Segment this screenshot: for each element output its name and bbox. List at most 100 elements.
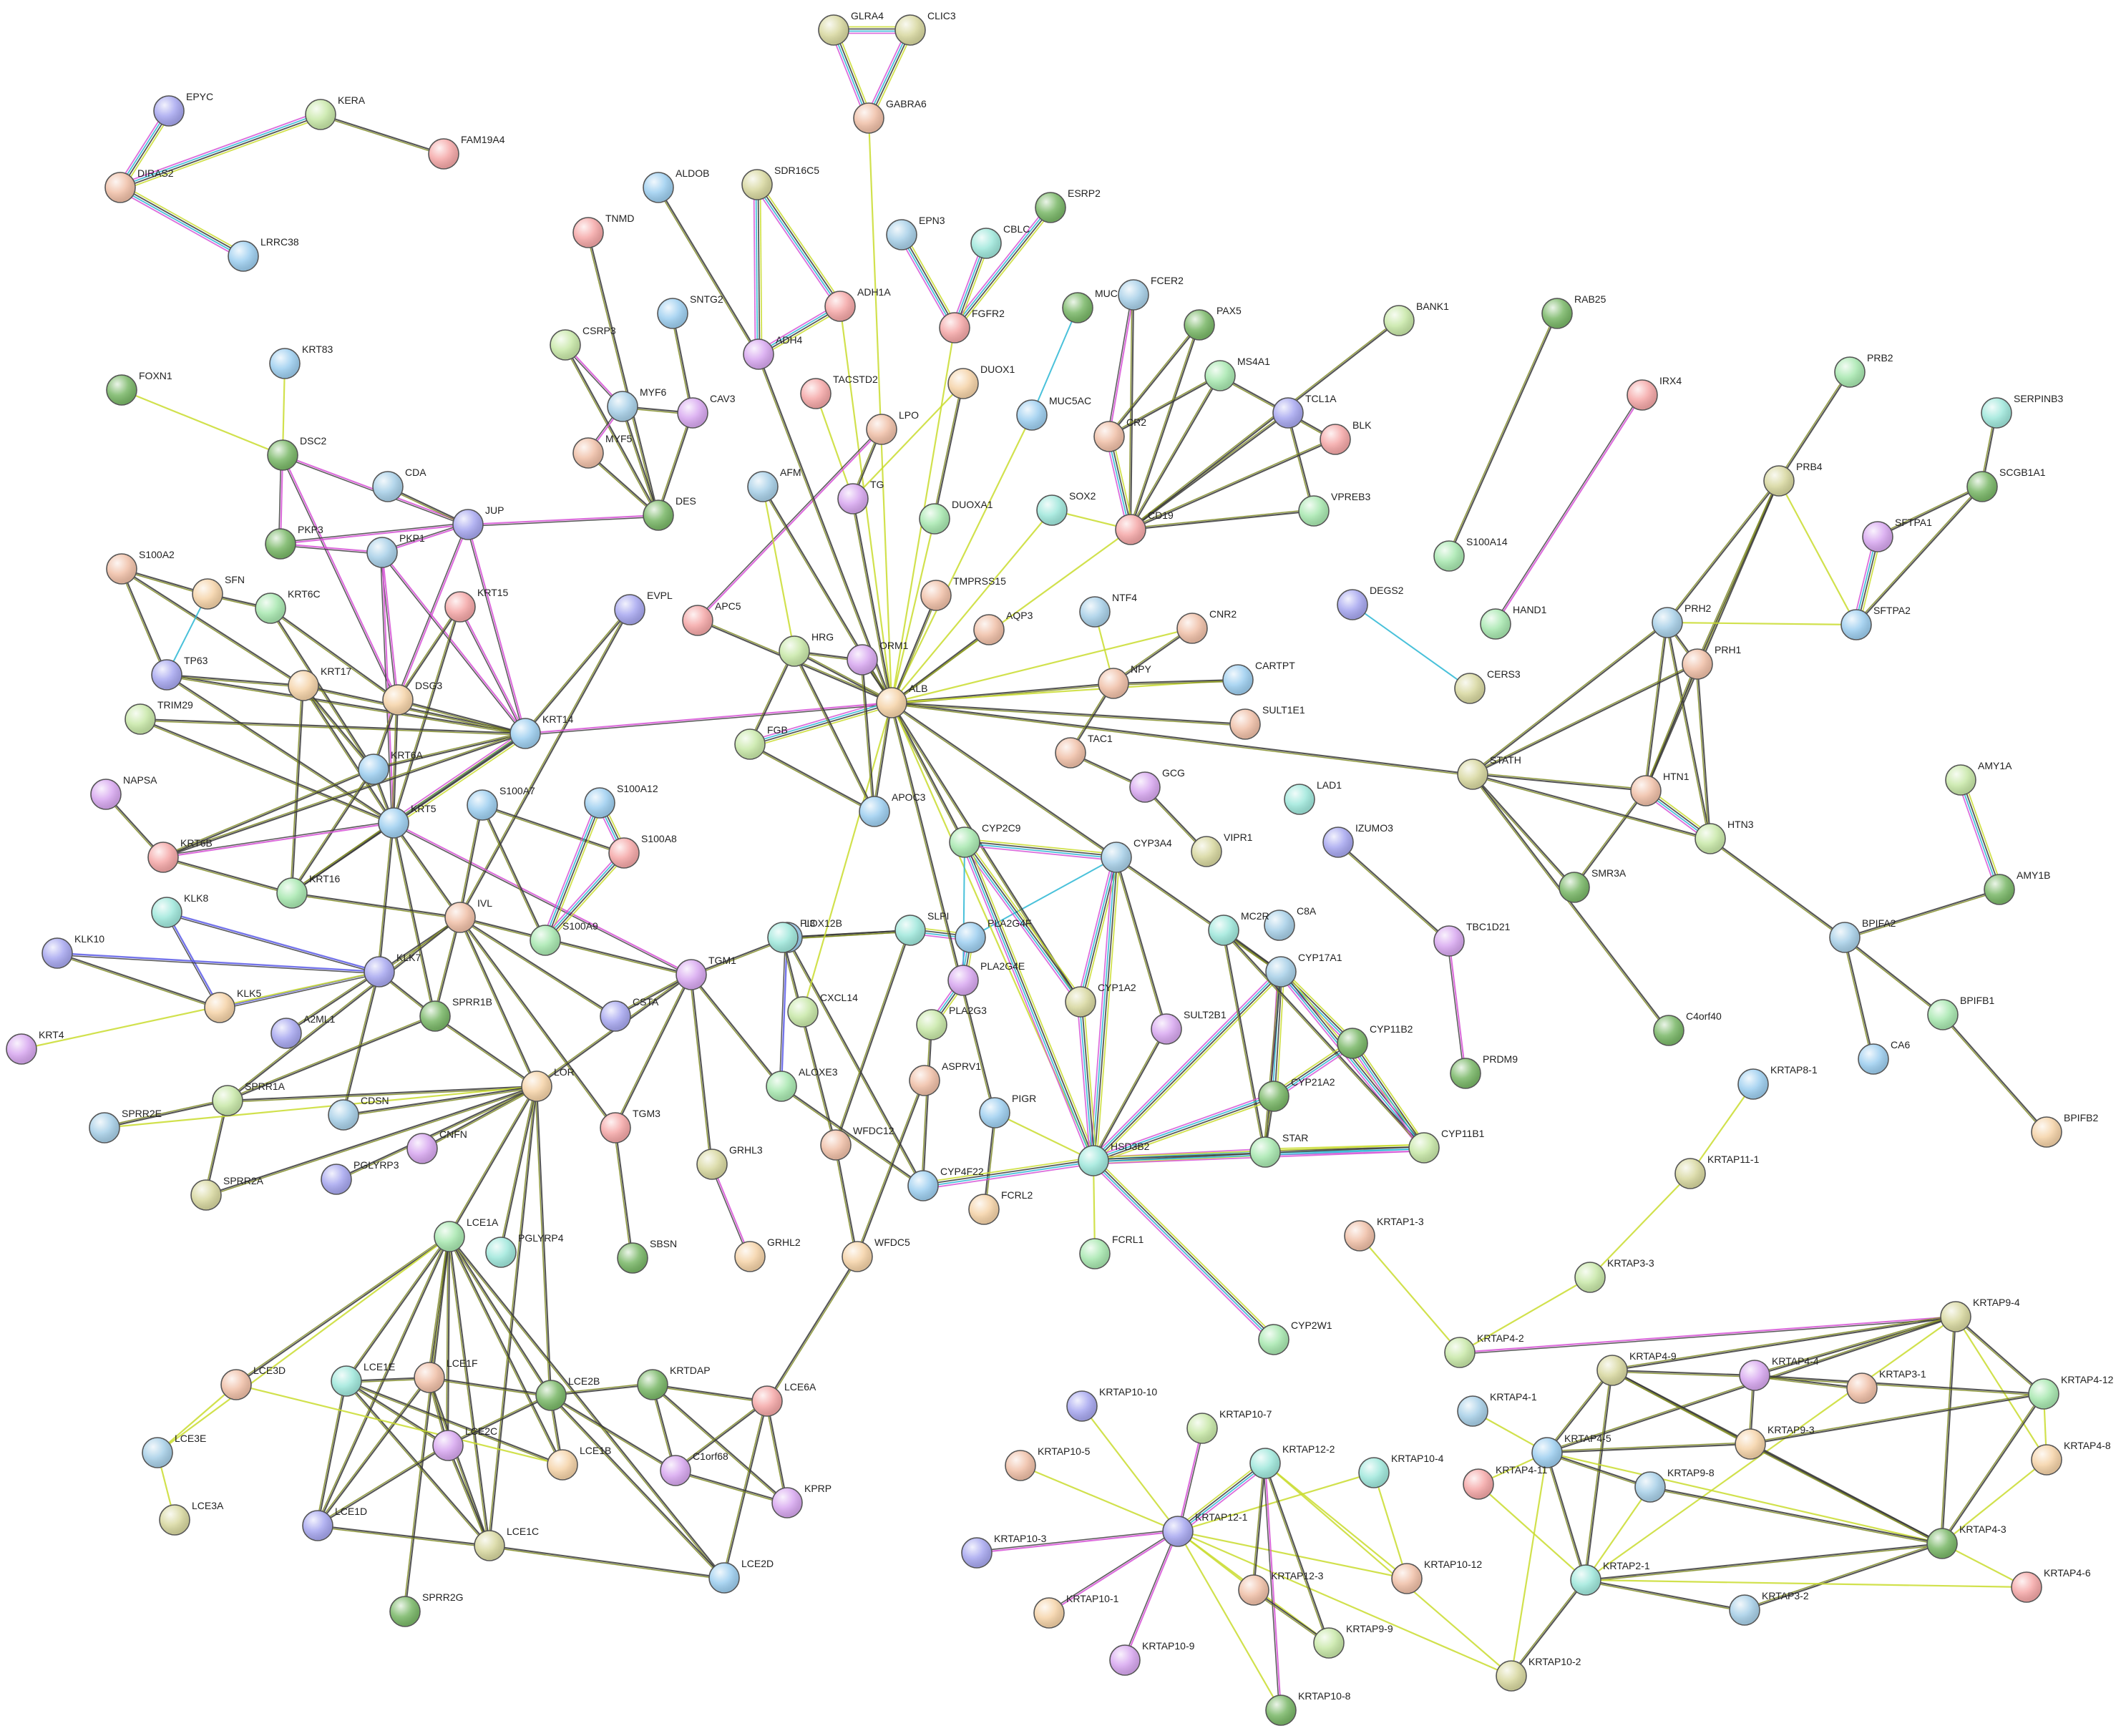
node-TRIM29[interactable]: TRIM29: [125, 699, 193, 735]
node-LCE1C[interactable]: LCE1C: [474, 1526, 539, 1561]
node-IVL[interactable]: IVL: [444, 897, 492, 933]
node-KRTAP4-6[interactable]: KRTAP4-6: [2011, 1567, 2091, 1603]
node-PRH1[interactable]: PRH1: [1682, 644, 1742, 680]
node-ALB[interactable]: ALB: [876, 683, 927, 718]
node-GRHL2[interactable]: GRHL2: [734, 1237, 801, 1272]
node-CYP17A1[interactable]: CYP17A1: [1265, 952, 1342, 988]
node-GLRA4[interactable]: GLRA4: [818, 10, 884, 46]
node-SLPI[interactable]: SLPI: [894, 910, 949, 946]
node-WFDC12[interactable]: WFDC12: [820, 1125, 894, 1161]
node-PKP3[interactable]: PKP3: [265, 524, 323, 560]
node-CYP4F22[interactable]: CYP4F22: [907, 1166, 984, 1201]
node-KERA[interactable]: KERA: [305, 94, 366, 130]
node-KRTDAP[interactable]: KRTDAP: [637, 1365, 711, 1400]
node-LCE2D[interactable]: LCE2D: [708, 1558, 774, 1594]
node-KRTAP4-1[interactable]: KRTAP4-1: [1457, 1391, 1537, 1427]
node-KRTAP3-2[interactable]: KRTAP3-2: [1729, 1590, 1809, 1626]
node-CD19[interactable]: CD19: [1115, 509, 1174, 545]
node-BLK[interactable]: BLK: [1320, 419, 1372, 455]
node-TNMD[interactable]: TNMD: [572, 213, 634, 248]
node-DUOX1[interactable]: DUOX1: [947, 364, 1015, 399]
node-BANK1[interactable]: BANK1: [1383, 301, 1449, 336]
node-CYP3A4[interactable]: CYP3A4: [1101, 837, 1172, 873]
node-FOXN1[interactable]: FOXN1: [106, 370, 172, 406]
node-S100A14[interactable]: S100A14: [1433, 536, 1508, 572]
node-AQP3[interactable]: AQP3: [973, 610, 1033, 645]
node-EPYC[interactable]: EPYC: [153, 91, 213, 127]
node-TG[interactable]: TG: [837, 479, 884, 515]
node-TCL1A[interactable]: TCL1A: [1272, 393, 1337, 429]
node-CLIC3[interactable]: CLIC3: [894, 10, 956, 46]
node-KRTAP12-3[interactable]: KRTAP12-3: [1238, 1570, 1324, 1606]
node-KRTAP4-12[interactable]: KRTAP4-12: [2028, 1374, 2114, 1410]
node-CSTA[interactable]: CSTA: [600, 996, 659, 1032]
node-KRTAP4-3[interactable]: KRTAP4-3: [1926, 1523, 2006, 1559]
node-PRB2[interactable]: PRB2: [1834, 352, 1893, 388]
node-SPRR2G[interactable]: SPRR2G: [389, 1591, 464, 1627]
node-APOC3[interactable]: APOC3: [859, 791, 926, 827]
node-EVPL[interactable]: EVPL: [614, 590, 673, 625]
node-KRTAP10-8[interactable]: KRTAP10-8: [1265, 1690, 1351, 1726]
node-DIRAS2[interactable]: DIRAS2: [104, 167, 174, 203]
node-SDR16C5[interactable]: SDR16C5: [741, 165, 819, 200]
node-APC5[interactable]: APC5: [682, 600, 741, 636]
node-NAPSA[interactable]: NAPSA: [90, 774, 157, 810]
node-LCE3E[interactable]: LCE3E: [142, 1433, 206, 1468]
node-MYF5[interactable]: MYF5: [572, 433, 633, 469]
node-KRTAP4-4[interactable]: KRTAP4-4: [1739, 1355, 1819, 1391]
node-SMR3A[interactable]: SMR3A: [1559, 867, 1627, 903]
node-KRTAP8-1[interactable]: KRTAP8-1: [1737, 1064, 1818, 1100]
node-KRTAP10-7[interactable]: KRTAP10-7: [1186, 1408, 1272, 1444]
node-SOX2[interactable]: SOX2: [1036, 490, 1096, 526]
node-KRT6A[interactable]: KRT6A: [358, 749, 424, 785]
node-PRH2[interactable]: PRH2: [1652, 603, 1712, 638]
node-KRTAP4-5[interactable]: KRTAP4-5: [1531, 1433, 1611, 1468]
node-TAC1[interactable]: TAC1: [1055, 733, 1113, 769]
node-PKP1[interactable]: PKP1: [366, 532, 425, 568]
node-KPRP[interactable]: KPRP: [771, 1483, 832, 1518]
node-KRTAP10-12[interactable]: KRTAP10-12: [1391, 1559, 1482, 1594]
node-S100A7[interactable]: S100A7: [467, 785, 535, 821]
node-DES[interactable]: DES: [643, 495, 696, 531]
node-SCGB1A1[interactable]: SCGB1A1: [1966, 467, 2046, 502]
node-KLK8[interactable]: KLK8: [151, 892, 208, 928]
node-HTN3[interactable]: HTN3: [1695, 819, 1754, 854]
node-KRTAP10-5[interactable]: KRTAP10-5: [1005, 1445, 1091, 1481]
node-LCE1F[interactable]: LCE1F: [414, 1357, 478, 1393]
node-AFM[interactable]: AFM: [747, 467, 801, 502]
node-CDSN[interactable]: CDSN: [328, 1095, 389, 1131]
node-MYF6[interactable]: MYF6: [607, 386, 667, 422]
node-CYP2W1[interactable]: CYP2W1: [1258, 1320, 1332, 1355]
node-KLK7[interactable]: KLK7: [364, 952, 421, 988]
node-KRTAP1-3[interactable]: KRTAP1-3: [1344, 1216, 1424, 1252]
node-SPRR1B[interactable]: SPRR1B: [419, 996, 492, 1032]
node-KRTAP10-2[interactable]: KRTAP10-2: [1496, 1656, 1581, 1692]
node-PLA2G3[interactable]: PLA2G3: [916, 1005, 987, 1040]
node-CXCL14[interactable]: CXCL14: [787, 992, 858, 1028]
node-LRRC38[interactable]: LRRC38: [228, 236, 299, 272]
node-IZUMO3[interactable]: IZUMO3: [1322, 822, 1393, 858]
node-LCE2B[interactable]: LCE2B: [535, 1375, 600, 1411]
node-DSC2[interactable]: DSC2: [267, 435, 327, 471]
node-SFTPA2[interactable]: SFTPA2: [1840, 605, 1911, 640]
node-LCE1B[interactable]: LCE1B: [547, 1445, 611, 1481]
node-LCE6A[interactable]: LCE6A: [751, 1381, 816, 1417]
node-CARTPT[interactable]: CARTPT: [1222, 660, 1295, 696]
node-CYP11B2[interactable]: CYP11B2: [1337, 1023, 1413, 1059]
node-VPREB3[interactable]: VPREB3: [1298, 491, 1370, 527]
node-CERS3[interactable]: CERS3: [1454, 668, 1521, 704]
node-KRTAP10-10[interactable]: KRTAP10-10: [1066, 1386, 1157, 1422]
node-CYP21A2[interactable]: CYP21A2: [1258, 1076, 1335, 1112]
node-KRTAP11-1[interactable]: KRTAP11-1: [1674, 1154, 1760, 1189]
node-TMPRSS15[interactable]: TMPRSS15: [920, 575, 1006, 611]
node-KRTAP4-8[interactable]: KRTAP4-8: [2031, 1440, 2111, 1476]
node-KRTAP10-9[interactable]: KRTAP10-9: [1109, 1640, 1195, 1676]
node-KRTAP3-3[interactable]: KRTAP3-3: [1574, 1257, 1654, 1293]
node-LCE2C[interactable]: LCE2C: [432, 1425, 497, 1461]
node-PAX5[interactable]: PAX5: [1184, 305, 1242, 341]
node-SPRR2E[interactable]: SPRR2E: [89, 1108, 162, 1143]
node-KRTAP9-3[interactable]: KRTAP9-3: [1735, 1424, 1815, 1460]
node-JUP[interactable]: JUP: [452, 504, 504, 540]
node-PGLYRP4[interactable]: PGLYRP4: [485, 1232, 564, 1268]
node-IRX4[interactable]: IRX4: [1627, 375, 1682, 411]
